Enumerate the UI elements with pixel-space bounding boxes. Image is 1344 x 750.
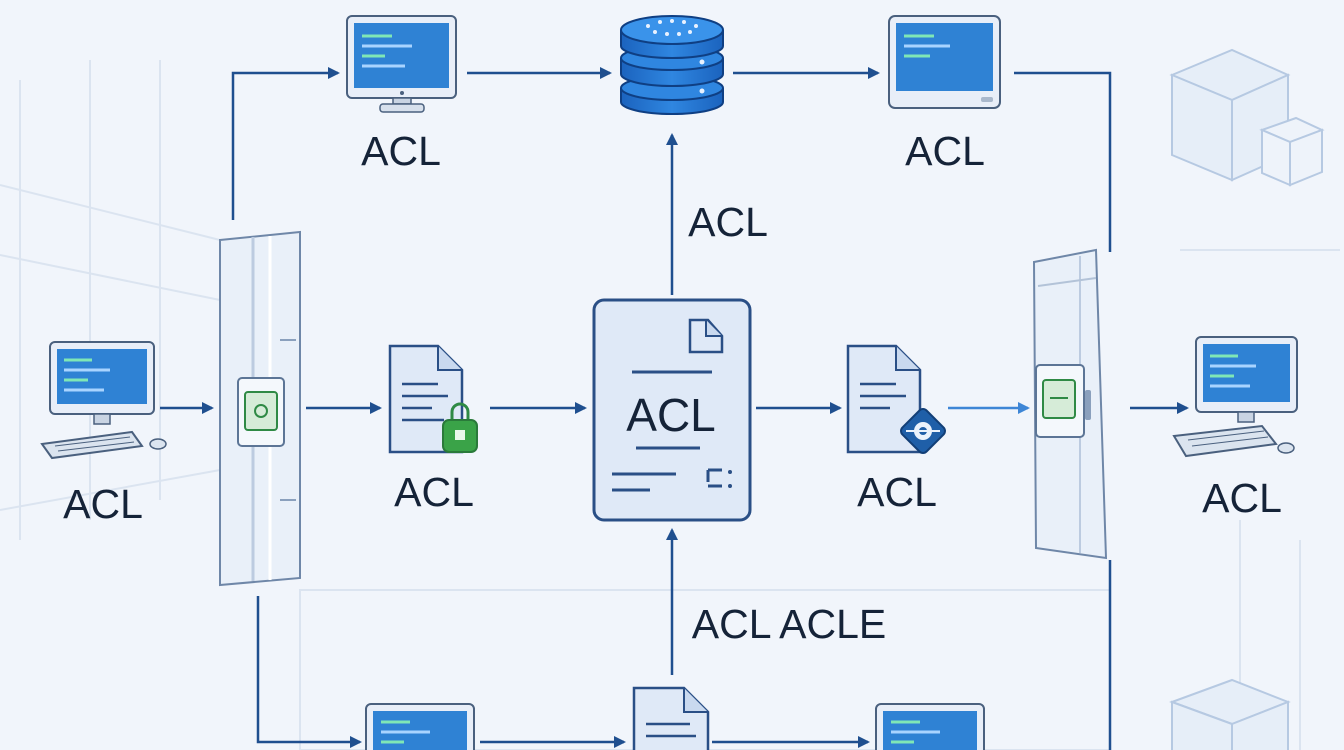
document-icon — [632, 686, 710, 750]
label-center-document: ACL — [626, 389, 716, 441]
label-monitor-top-right: ACL — [905, 128, 985, 174]
background-decoration — [0, 60, 1340, 750]
monitor-icon — [1172, 336, 1298, 458]
package-icon — [1169, 678, 1291, 750]
firewall-icon — [1032, 248, 1108, 560]
database-icon — [620, 15, 724, 115]
package-icon — [1169, 48, 1325, 187]
monitor-icon — [346, 15, 457, 113]
connector-right-down — [1014, 71, 1112, 252]
label-edge-up-to-database: ACL — [688, 199, 768, 245]
connector-left-up — [231, 67, 340, 220]
label-document-right: ACL — [857, 469, 937, 515]
monitor-icon — [365, 703, 475, 750]
label-monitor-top-left: ACL — [361, 128, 441, 174]
monitor-icon — [875, 703, 985, 750]
monitor-icon — [40, 341, 167, 460]
connectors — [160, 67, 1189, 750]
connector-left-down — [256, 596, 362, 748]
monitor-icon — [888, 15, 1001, 109]
lock-icon — [442, 402, 478, 453]
label-document-left: ACL — [394, 469, 474, 515]
document-icon — [592, 298, 752, 522]
target-icon — [900, 408, 946, 454]
firewall-icon — [219, 230, 301, 587]
label-workstation-right: ACL — [1202, 475, 1282, 521]
label-workstation-left: ACL — [63, 481, 143, 527]
label-edge-up-to-center: ACL ACLE — [691, 601, 887, 647]
